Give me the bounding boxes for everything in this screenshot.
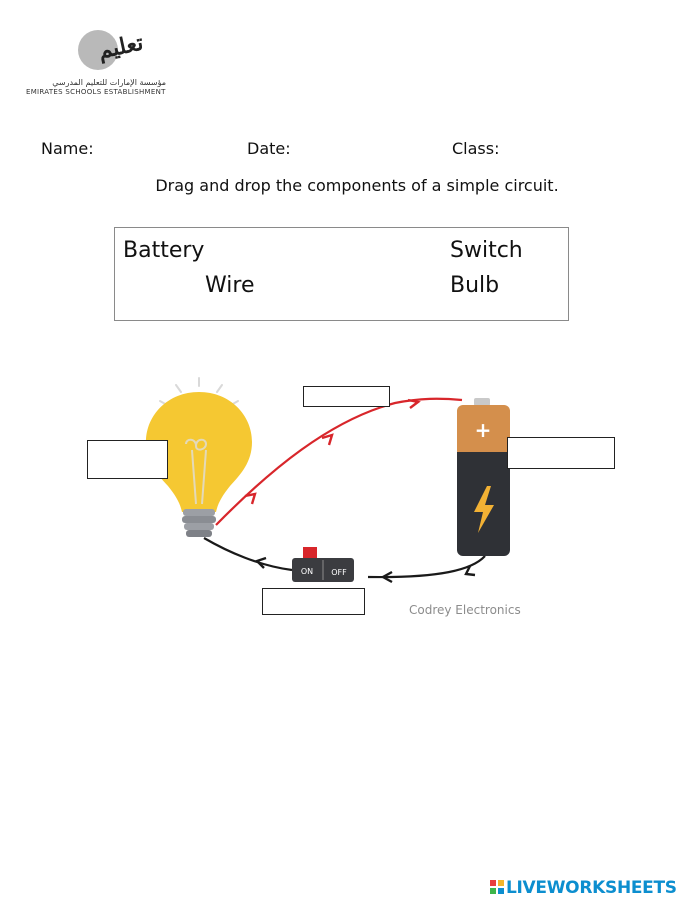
date-label: Date: (247, 139, 291, 158)
arrow-icon (464, 565, 476, 577)
drop-box-bulb[interactable] (87, 440, 168, 479)
drop-box-battery[interactable] (507, 437, 615, 469)
arrow-icon (254, 556, 267, 569)
arrow-icon (321, 433, 334, 446)
word-bulb[interactable]: Bulb (450, 273, 500, 298)
liveworksheets-icon (490, 880, 504, 894)
liveworksheets-logo: LIVEWORKSHEETS (490, 878, 677, 898)
arrow-icon (380, 570, 393, 584)
word-bank: Battery Switch Wire Bulb (114, 227, 569, 321)
arrow-icon (244, 492, 257, 505)
liveworksheets-brand: LIVEWORKSHEETS (506, 878, 677, 898)
red-wire (215, 397, 463, 526)
logo-english-subtitle: EMIRATES SCHOOLS ESTABLISHMENT (26, 88, 166, 96)
battery-icon (457, 398, 510, 556)
black-wire (203, 537, 486, 584)
diagram-credit: Codrey Electronics (409, 603, 521, 617)
class-label: Class: (452, 139, 500, 158)
word-switch[interactable]: Switch (450, 238, 523, 263)
switch-icon (292, 547, 354, 582)
arrow-icon (407, 398, 421, 409)
logo-arabic-subtitle: مؤسسة الإمارات للتعليم المدرسي (52, 78, 166, 87)
battery-plus-label: + (475, 418, 492, 442)
instruction-text: Drag and drop the components of a simple… (155, 176, 559, 195)
emirates-schools-logo: تعليم مؤسسة الإمارات للتعليم المدرسي EMI… (26, 28, 176, 100)
logo-emblem-icon (78, 30, 118, 70)
switch-on-label: ON (301, 567, 313, 576)
drop-box-wire[interactable] (303, 386, 390, 407)
word-battery[interactable]: Battery (123, 238, 205, 263)
word-wire[interactable]: Wire (205, 273, 255, 298)
light-bulb-icon (146, 392, 252, 537)
drop-box-switch[interactable] (262, 588, 365, 615)
name-label: Name: (41, 139, 94, 158)
switch-off-label: OFF (331, 568, 347, 577)
